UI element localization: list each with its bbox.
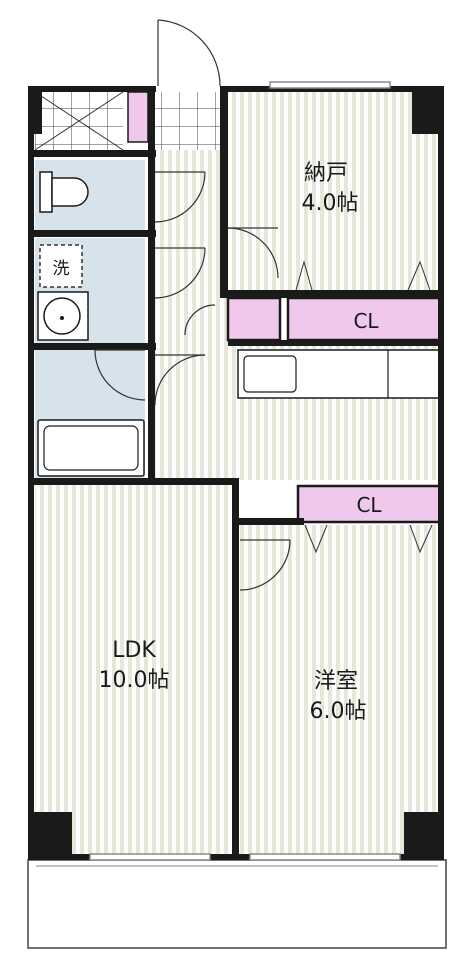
toilet-tank (39, 171, 53, 213)
ldk-floor (35, 485, 233, 855)
windows (89, 81, 401, 861)
walls (28, 86, 444, 860)
ldk-size: 10.0帖 (99, 668, 170, 693)
western-room-size: 6.0帖 (310, 699, 367, 724)
closet-upper-label: CL (353, 309, 379, 333)
entrance-floor (155, 92, 220, 150)
toilet-bowl (51, 177, 89, 207)
washer-space (39, 244, 83, 288)
storage-room-name: 納戸 (304, 161, 348, 186)
storage-room-floor (228, 92, 440, 292)
storage-room-size: 4.0帖 (302, 191, 359, 216)
closet-lower-label: CL (356, 493, 382, 517)
western-room-name: 洋室 (314, 669, 358, 694)
ldk-name: LDK (112, 638, 156, 663)
doors (94, 19, 291, 591)
shoe-cabinet (127, 91, 149, 143)
balcony (27, 859, 447, 949)
closet-lower (296, 484, 442, 524)
western-room-floor (240, 525, 440, 855)
closet-small (226, 296, 282, 342)
washer-label: 洗 (53, 259, 70, 279)
kitchen-sink (243, 355, 297, 393)
